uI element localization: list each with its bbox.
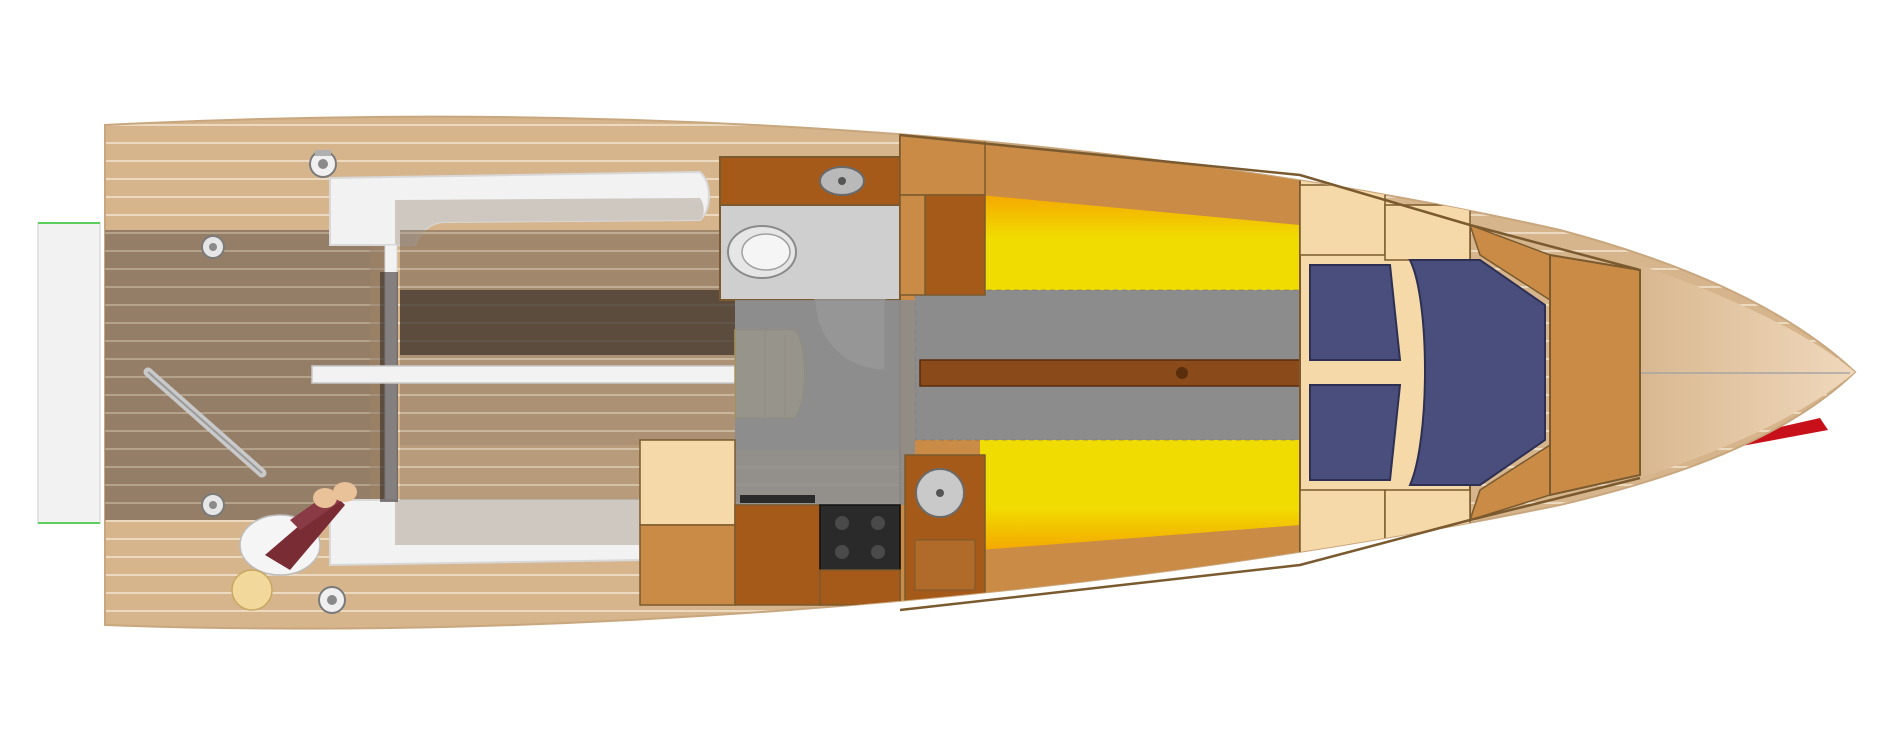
forepeak-locker <box>1549 253 1641 497</box>
cushion-port-fwd[interactable] <box>1309 264 1402 361</box>
companionway-shadow <box>400 290 735 355</box>
person-icon <box>231 482 357 611</box>
winch-starboard[interactable] <box>318 586 346 614</box>
galley-counter <box>734 504 821 606</box>
stove-icon[interactable] <box>819 504 901 571</box>
stern-platform <box>37 222 101 524</box>
cockpit-benches <box>329 170 710 567</box>
toilet-icon[interactable] <box>727 225 797 279</box>
winch-icon <box>201 235 225 259</box>
port-bunk[interactable] <box>980 195 1300 318</box>
bow-deck <box>1640 265 1855 478</box>
saloon-table[interactable] <box>919 359 1301 387</box>
traveller-bar <box>311 365 743 384</box>
tiller-icon[interactable] <box>143 367 267 478</box>
v-berth-cushion[interactable] <box>1408 259 1546 486</box>
cockpit-floor <box>105 230 370 520</box>
sink-icon[interactable] <box>819 166 865 196</box>
starboard-bunk[interactable] <box>980 430 1300 550</box>
winch-icon <box>201 493 225 517</box>
winch-port[interactable] <box>309 150 337 178</box>
quarter-berth-locker <box>639 439 736 526</box>
cushion-stbd-fwd[interactable] <box>1309 384 1402 481</box>
sink-icon[interactable] <box>915 468 965 518</box>
interior <box>639 133 1641 612</box>
